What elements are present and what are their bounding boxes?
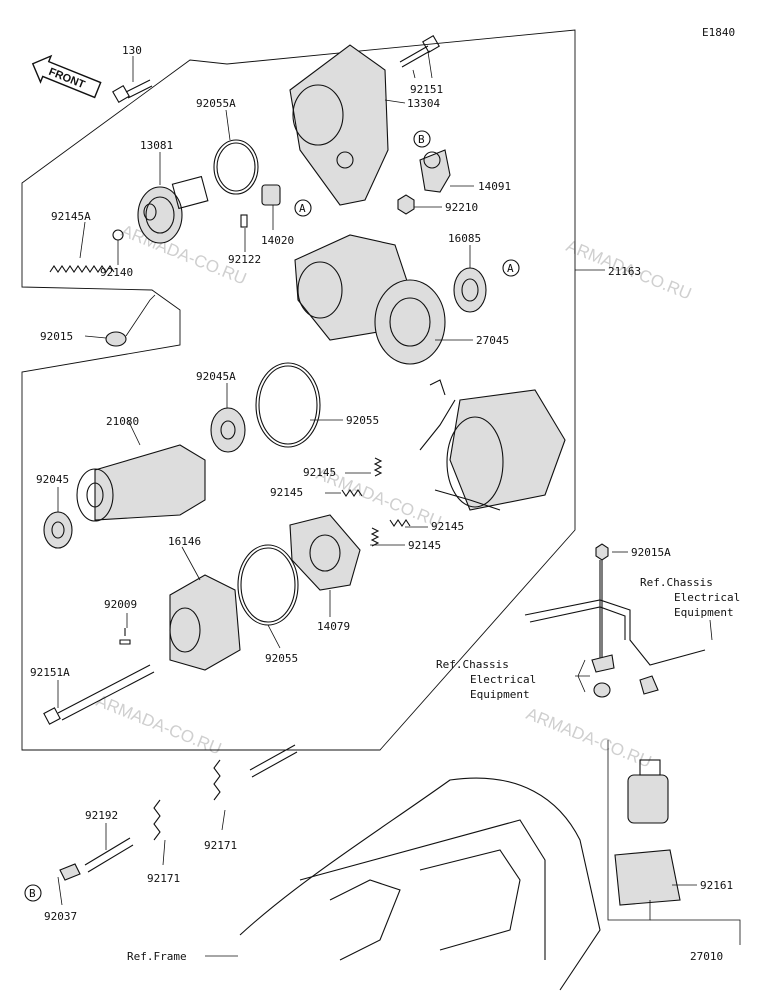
callout-labels: 130 92151 92055A 13304 13081 14091 92210… [30, 44, 733, 963]
cap-14091 [419, 149, 451, 193]
nut-92015 [105, 331, 127, 347]
ref-B-bottom-label: B [29, 887, 36, 900]
callout-92171-1: 92171 [204, 839, 237, 852]
screw-92009 [119, 628, 131, 645]
tube-upper [249, 744, 298, 778]
spring-92145-2 [341, 489, 363, 497]
clamp-92171-1 [213, 759, 221, 801]
callout-21080: 21080 [106, 415, 139, 428]
front-arrow-icon: FRONT [31, 54, 102, 99]
bolt-92151 [399, 35, 440, 68]
callout-92015A: 92015A [631, 546, 671, 559]
callout-92122: 92122 [228, 253, 261, 266]
spring-92145-4 [370, 527, 380, 547]
callout-13081: 13081 [140, 139, 173, 152]
ref-frame: Ref.Frame [127, 950, 187, 963]
callout-92145-1: 92145 [303, 466, 336, 479]
reduction-housing-27045 [294, 234, 446, 365]
diagram-code: E1840 [702, 26, 735, 39]
spring-92145-1 [373, 457, 383, 477]
ref-chassis-1-line2: Electrical [674, 591, 740, 604]
ref-chassis-2-line1: Ref.Chassis [436, 658, 509, 671]
watermark-5: ARMADA-CO.RU [524, 704, 655, 772]
nut-92210 [397, 194, 415, 215]
callout-130: 130 [122, 44, 142, 57]
callout-13304: 13304 [407, 97, 440, 110]
callout-92151A: 92151A [30, 666, 70, 679]
bolt-92151A [43, 664, 155, 725]
callout-27045: 27045 [476, 334, 509, 347]
assembly-frame [21, 29, 576, 751]
clamp-92171-2 [153, 799, 161, 841]
ref-chassis-1-line3: Equipment [674, 606, 734, 619]
callout-92015: 92015 [40, 330, 73, 343]
spring-92145-3 [389, 519, 411, 527]
ref-chassis-1-line1: Ref.Chassis [640, 576, 713, 589]
bearing-92045 [43, 511, 73, 549]
housing-13304 [289, 44, 389, 206]
callout-92171-2: 92171 [147, 872, 180, 885]
reference-notes: Ref.Chassis Electrical Equipment Ref.Cha… [127, 576, 740, 963]
callout-92045: 92045 [36, 473, 69, 486]
armature-21080 [76, 444, 206, 522]
callout-92192: 92192 [85, 809, 118, 822]
callout-21163: 21163 [608, 265, 641, 278]
callout-14079: 14079 [317, 620, 350, 633]
ref-A-2-label: A [507, 262, 514, 275]
ref-chassis-2-line2: Electrical [470, 673, 536, 686]
callout-92055A: 92055A [196, 97, 236, 110]
callout-92037: 92037 [44, 910, 77, 923]
callout-92045A: 92045A [196, 370, 236, 383]
leader-lines [57, 51, 697, 957]
nut-92015A [595, 543, 609, 561]
vehicle-frame [239, 777, 601, 991]
gear-16085 [453, 267, 487, 313]
leader-27010 [650, 919, 741, 945]
clip-92037 [59, 863, 81, 881]
ref-B-top-label: B [418, 133, 425, 146]
callout-92210: 92210 [445, 201, 478, 214]
callout-92009: 92009 [104, 598, 137, 611]
yoke-assembly [419, 379, 566, 511]
callout-16146: 16146 [168, 535, 201, 548]
callout-92145-2: 92145 [270, 486, 303, 499]
ref-circle-A-2 [502, 259, 520, 277]
o-ring-92055A [213, 139, 259, 195]
ref-circle-B-top [413, 130, 431, 148]
ref-chassis-2-line3: Equipment [470, 688, 530, 701]
o-ring-92055-upper [255, 362, 321, 448]
callout-16085: 16085 [448, 232, 481, 245]
bracket-27010 [607, 740, 651, 921]
callout-92161: 92161 [700, 879, 733, 892]
callout-14020: 14020 [261, 234, 294, 247]
callout-92055-lower: 92055 [265, 652, 298, 665]
brush-holder-14079 [289, 514, 361, 591]
holder-14020 [261, 184, 281, 206]
cable-assembly [524, 560, 706, 698]
spring-92145A [49, 265, 115, 273]
bolt-130 [112, 79, 153, 103]
bearing-92045A [210, 407, 246, 453]
callout-27010: 27010 [690, 950, 723, 963]
solenoid-27010 [614, 759, 681, 906]
callout-92140: 92140 [100, 266, 133, 279]
ref-A-1-label: A [299, 202, 306, 215]
o-ring-92055-lower [237, 544, 299, 626]
callout-92151: 92151 [410, 83, 443, 96]
pin-92122 [240, 214, 248, 228]
callout-92055-upper: 92055 [346, 414, 379, 427]
callout-92145-4: 92145 [408, 539, 441, 552]
clutch-gear-13081 [137, 175, 209, 244]
callout-92145-3: 92145 [431, 520, 464, 533]
callout-14091: 14091 [478, 180, 511, 193]
ref-circle-B-bottom [24, 884, 42, 902]
watermark-4: ARMADA-CO.RU [94, 691, 225, 759]
callout-92145A: 92145A [51, 210, 91, 223]
ref-circle-A-1 [294, 199, 312, 217]
end-cover-16146 [169, 574, 241, 671]
tube-92192 [84, 837, 134, 873]
